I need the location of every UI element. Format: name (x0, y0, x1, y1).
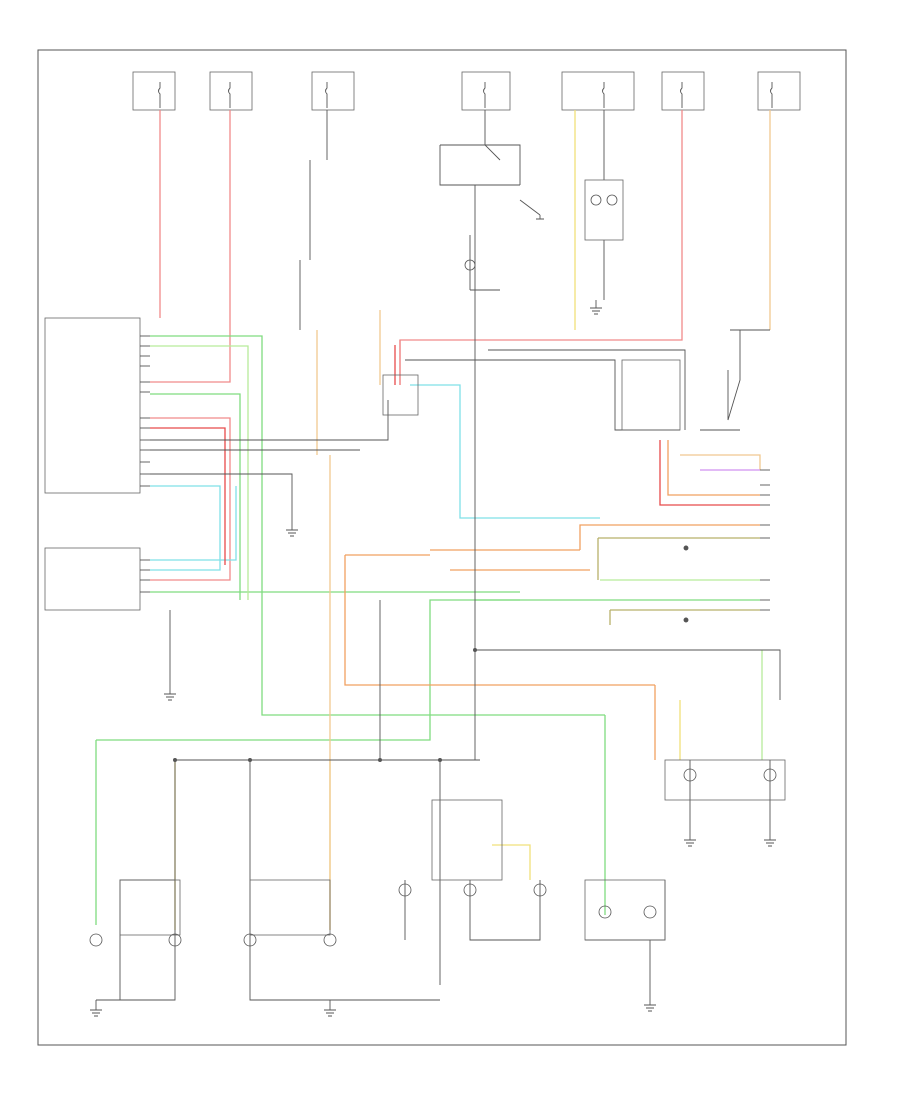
lamp-symbols (89, 194, 777, 947)
fuse-box-7 (757, 71, 801, 111)
lamp-group-mid (249, 879, 331, 936)
hazard-switch-box (431, 799, 503, 881)
wire-red-group (150, 345, 760, 565)
right-rear-lamp-box (664, 759, 786, 801)
fuse-box-4 (461, 71, 511, 111)
flasher-module (382, 374, 419, 416)
fuse-box-6 (661, 71, 705, 111)
wire-yellow-group (174, 110, 681, 930)
wire-tan-group (316, 110, 771, 930)
fuse-panel-row (132, 71, 801, 111)
trailer-connector-pins (683, 469, 770, 623)
fuse-box-2 (209, 71, 253, 111)
component-boxes (119, 179, 786, 941)
wire-olive-group (597, 537, 760, 625)
multifunction-switch (44, 317, 150, 611)
rear-lamp-box (584, 879, 666, 941)
lamp-group-left (119, 879, 181, 936)
wire-black-group (96, 110, 781, 1001)
wire-green-group (95, 335, 760, 925)
fuse-box-1 (132, 71, 176, 111)
wire-cyan-group (150, 384, 600, 571)
splice-dots (173, 648, 477, 762)
diagram-frame (37, 49, 847, 1046)
fuse-box-5 (561, 71, 635, 111)
wire-light-green-group (150, 345, 763, 760)
trailer-relay (621, 359, 681, 431)
wire-orange-group (344, 440, 760, 760)
fuse-box-3 (311, 71, 355, 111)
lamp-cluster-box (584, 179, 624, 241)
ground-symbols (90, 215, 776, 1017)
wire-pink-group (150, 110, 683, 581)
